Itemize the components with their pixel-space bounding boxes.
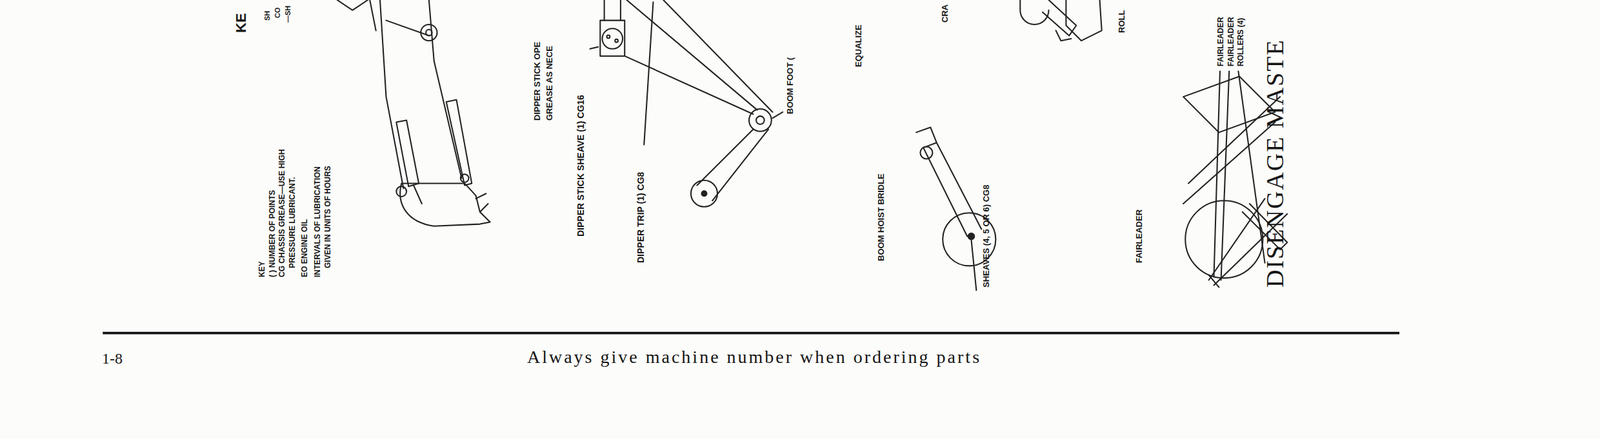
part-label: EQUALIZE bbox=[854, 25, 864, 68]
heading-fragment: KE bbox=[232, 12, 250, 33]
fairleader-labels: FAIRLEADERFAIRLEADER ROLLERS (4) bbox=[1216, 7, 1247, 67]
part-label: DIPPER STICK SHEAVE (1) CG16 bbox=[575, 94, 586, 237]
part-label: ROLL bbox=[1117, 9, 1128, 33]
key-text: KEY bbox=[257, 148, 268, 278]
key-text: EO ENGINE OIL bbox=[300, 148, 311, 278]
label-fragment: SH bbox=[263, 10, 272, 20]
part-label: DIPPER TRIP (1) CG8 bbox=[635, 172, 646, 264]
footer-note: Always give machine number when ordering… bbox=[527, 347, 982, 368]
label-fragment: CO bbox=[273, 7, 282, 19]
part-label: FAIRLEADER bbox=[1134, 209, 1145, 264]
part-label: BOOM FOOT ( bbox=[785, 57, 796, 115]
page-number: 1-8 bbox=[101, 350, 123, 368]
label-fragment: —SH bbox=[283, 5, 293, 23]
part-label: BOOM HOIST BRIDLE bbox=[876, 173, 887, 262]
key-text: CG CHASSIS GREASE—USE HIGH PRESSURE LUBR… bbox=[277, 148, 298, 278]
key-text: INTERVALS OF LUBRICATION GIVEN IN UNITS … bbox=[312, 148, 333, 278]
key-text: FAIRLEADER ROLLERS (4) bbox=[1226, 7, 1247, 67]
key-block: KEY( ) NUMBER OF POINTSCG CHASSIS GREASE… bbox=[257, 148, 333, 278]
part-label: DIPPER STICK OPE bbox=[532, 41, 543, 121]
section-heading: DISENGAGE MASTE bbox=[1261, 38, 1290, 288]
part-label: CRA bbox=[940, 4, 951, 23]
part-label: GREASE AS NECE bbox=[545, 45, 555, 121]
key-text: FAIRLEADER bbox=[1216, 7, 1227, 67]
part-label: SHEAVES (4, 5 OR 6) CG8 bbox=[981, 185, 992, 288]
key-text: ( ) NUMBER OF POINTS bbox=[267, 148, 278, 278]
